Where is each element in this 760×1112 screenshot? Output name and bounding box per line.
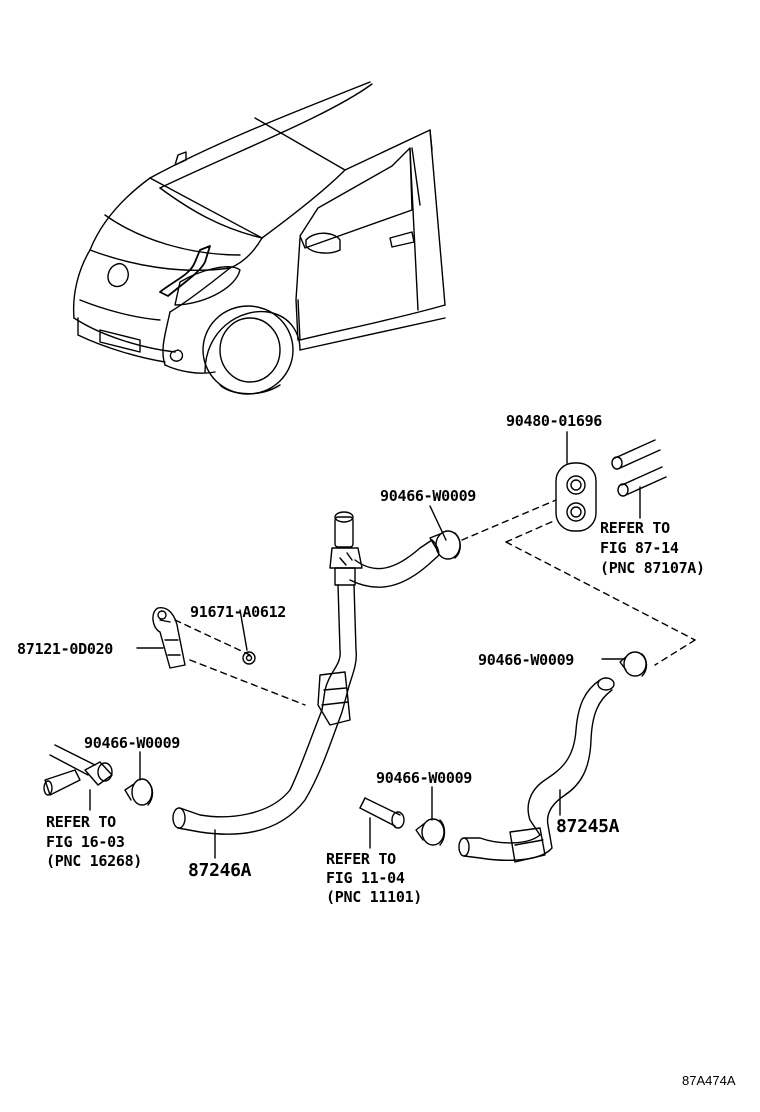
- part-label-90466-left: 90466-W0009: [84, 734, 181, 752]
- clamp-left: [124, 778, 154, 806]
- refer-11-line2: FIG 11-04: [326, 869, 405, 887]
- leader-lines: [89, 431, 641, 859]
- connector-left: [43, 744, 113, 796]
- figure-code: 87A474A: [682, 1073, 736, 1088]
- part-label-87121-0d020: 87121-0D020: [17, 640, 114, 658]
- part-label-87246a: 87246A: [188, 860, 252, 881]
- bracket-87121: [152, 607, 186, 669]
- part-label-90466-top: 90466-W0009: [380, 487, 477, 505]
- refer-11-line3: (PNC 11101): [326, 888, 423, 906]
- refer-87-line2: FIG 87-14: [600, 539, 679, 557]
- refer-87-line1: REFER TO: [600, 519, 670, 537]
- hose-upper: [349, 539, 440, 588]
- refer-11-line1: REFER TO: [326, 850, 396, 868]
- refer-16-line1: REFER TO: [46, 813, 116, 831]
- routing-dashed-lines: [174, 499, 696, 706]
- clamp-upper: [429, 530, 461, 560]
- clamp-right: [619, 651, 648, 677]
- hose-87246a: [172, 584, 358, 835]
- part-label-91671-a0612: 91671-A0612: [190, 603, 287, 621]
- refer-16-line2: FIG 16-03: [46, 833, 125, 851]
- refer-87-line3: (PNC 87107A): [600, 559, 705, 577]
- refer-16-line3: (PNC 16268): [46, 852, 143, 870]
- check-valve: [329, 511, 363, 586]
- car-illustration: [72, 81, 446, 395]
- nozzle-assembly: [555, 439, 667, 532]
- hose-87245a: [458, 677, 615, 863]
- part-label-90466-middle: 90466-W0009: [376, 769, 473, 787]
- part-label-90466-right: 90466-W0009: [478, 651, 575, 669]
- clamp-middle: [415, 818, 446, 846]
- part-label-87245a: 87245A: [556, 816, 620, 837]
- clip-91671: [242, 651, 256, 665]
- connector-middle: [359, 797, 405, 829]
- part-label-90480-01696: 90480-01696: [506, 412, 603, 430]
